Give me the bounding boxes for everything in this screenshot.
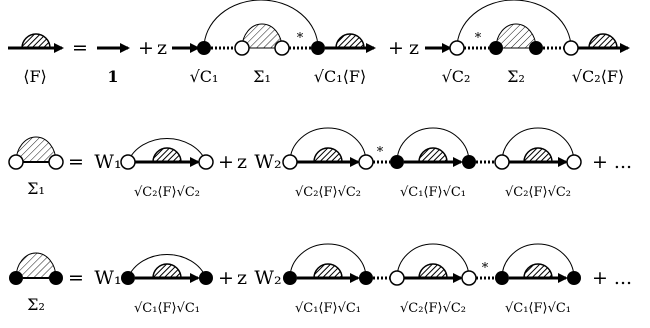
filled-vertex: [390, 155, 404, 169]
row2: Σ₁ = W₁ √C₂⟨F⟩√C₂ + z W₂: [8, 127, 632, 200]
term1-diagram: [121, 253, 213, 285]
open-vertex: [120, 154, 136, 170]
open-vertex: [198, 154, 214, 170]
z-symbol: z: [409, 37, 419, 59]
equals-sign: =: [68, 267, 84, 289]
lhs-label: Σ₁: [27, 179, 45, 198]
plus-sign: +: [218, 267, 234, 289]
filled-vertex: [489, 41, 503, 55]
open-vertex: [274, 40, 290, 56]
plus-sign: +: [138, 37, 154, 59]
open-vertex: [282, 154, 298, 170]
filled-vertex: [495, 271, 509, 285]
term2a-label: √C₁⟨F⟩√C₁: [295, 301, 361, 316]
star-mark: *: [377, 145, 384, 160]
term2-diagram: [282, 127, 582, 170]
continuation-dots: + ...: [592, 267, 632, 289]
filled-vertex: [462, 155, 476, 169]
filled-vertex: [311, 41, 325, 55]
filled-vertex: [121, 271, 135, 285]
open-vertex: [8, 154, 24, 170]
open-vertex: [48, 154, 64, 170]
lhs-propagator-f: [8, 33, 64, 53]
z-symbol: z: [237, 267, 247, 289]
w1-symbol: W₁: [94, 267, 121, 289]
one-label: 1: [107, 67, 118, 86]
term2-diagram: [283, 243, 581, 286]
term2b-label: √C₂⟨F⟩√C₂: [400, 301, 466, 316]
term2c-label: √C₁⟨F⟩√C₁: [505, 301, 571, 316]
term2-left-label: √C₂: [442, 67, 471, 86]
z-symbol: z: [237, 151, 247, 173]
term2-diagram: [425, 0, 630, 56]
term1-sigma-label: Σ₁: [253, 67, 271, 86]
equals-sign: =: [68, 151, 84, 173]
continuation-dots: + ...: [592, 151, 632, 173]
term2-right-label: √C₂⟨F⟩: [572, 67, 624, 86]
w2-symbol: W₂: [254, 151, 281, 173]
term2b-label: √C₁⟨F⟩√C₁: [400, 185, 466, 200]
filled-vertex: [49, 271, 63, 285]
open-vertex: [566, 154, 582, 170]
open-vertex: [461, 270, 477, 286]
equals-sign: =: [72, 37, 88, 59]
open-vertex: [389, 270, 405, 286]
lhs-label: Σ₂: [27, 295, 45, 314]
w1-symbol: W₁: [94, 151, 121, 173]
open-vertex: [563, 40, 579, 56]
filled-vertex: [359, 271, 373, 285]
term1-label: √C₁⟨F⟩√C₁: [134, 301, 200, 316]
term1-label: √C₂⟨F⟩√C₂: [134, 185, 200, 200]
lhs-sigma2: [9, 252, 63, 285]
open-vertex: [358, 154, 374, 170]
filled-vertex: [199, 271, 213, 285]
open-vertex: [494, 154, 510, 170]
plus-sign: +: [388, 37, 404, 59]
term1-diagram: [120, 137, 214, 170]
plus-sign: +: [218, 151, 234, 173]
row3: Σ₂ = W₁ √C₁⟨F⟩√C₁ + z W₂: [9, 243, 632, 316]
row1: ⟨F⟩ = 1 + z * √C₁ Σ₁ √C₁⟨F⟩ + z: [8, 0, 630, 86]
term2-sigma-label: Σ₂: [507, 67, 525, 86]
term1-diagram: [172, 0, 376, 56]
filled-vertex: [283, 271, 297, 285]
term1-right-label: √C₁⟨F⟩: [314, 67, 366, 86]
star-mark: *: [482, 261, 489, 276]
star-mark: *: [297, 31, 304, 46]
lhs-sigma1: [8, 136, 64, 170]
term2a-label: √C₂⟨F⟩√C₂: [295, 185, 361, 200]
filled-vertex: [9, 271, 23, 285]
term2c-label: √C₂⟨F⟩√C₂: [505, 185, 571, 200]
filled-vertex: [567, 271, 581, 285]
lhs-label: ⟨F⟩: [23, 67, 47, 86]
filled-vertex: [529, 41, 543, 55]
open-vertex: [449, 40, 465, 56]
term1-left-label: √C₁: [190, 67, 219, 86]
open-vertex: [234, 40, 250, 56]
star-mark: *: [475, 31, 482, 46]
w2-symbol: W₂: [254, 267, 281, 289]
filled-vertex: [197, 41, 211, 55]
z-symbol: z: [157, 37, 167, 59]
